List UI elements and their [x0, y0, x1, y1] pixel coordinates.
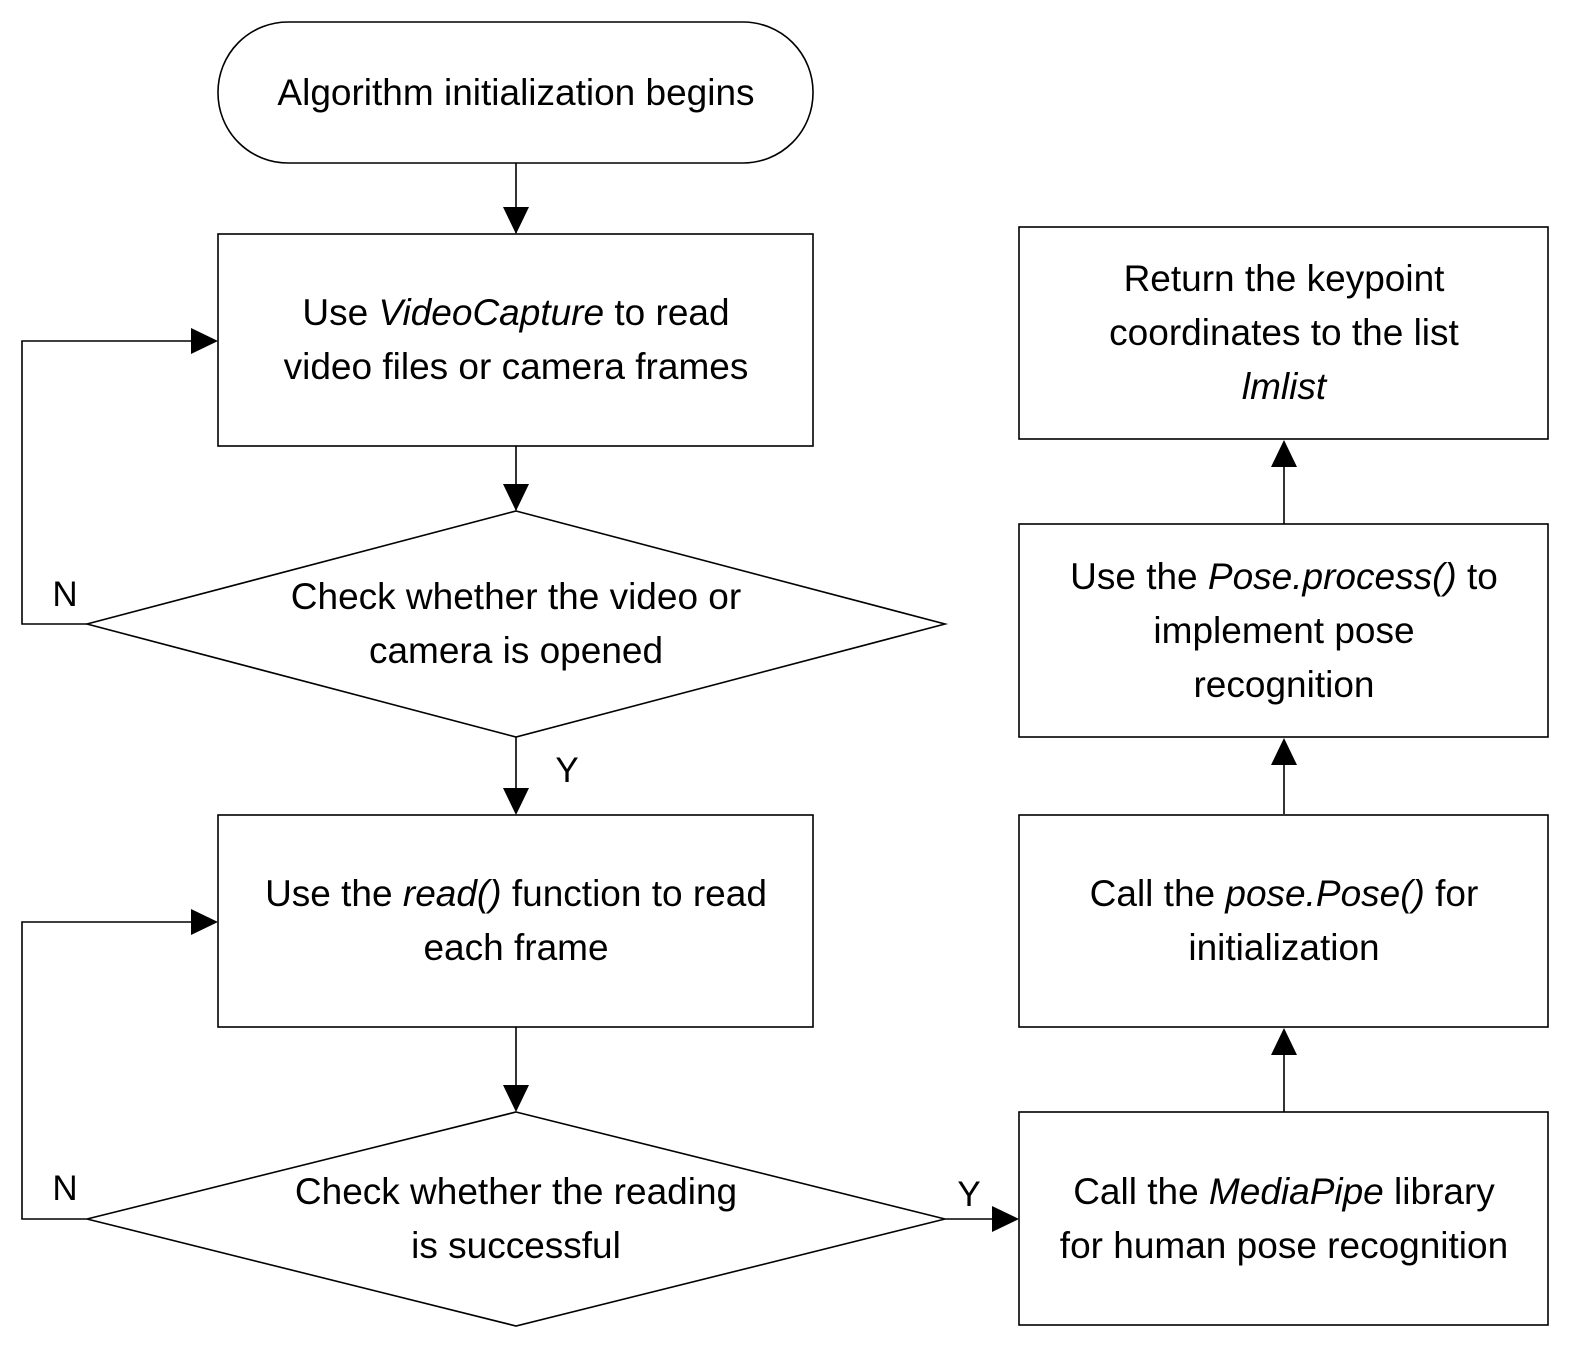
node-mediapipe: Call the MediaPipe library for human pose… [1018, 1111, 1549, 1326]
terminator-shape [217, 21, 814, 164]
process-box [1018, 523, 1549, 738]
arrow-read-to-check-read [503, 1085, 529, 1112]
text-run: Use the [265, 873, 403, 914]
node-text-line: Use the Pose.process() to [1070, 556, 1498, 597]
node-read-frame-text: Use the read() function to read each fram… [265, 873, 767, 968]
node-text-line: Check whether the reading [295, 1171, 737, 1212]
text-run: Call the [1073, 1171, 1209, 1212]
arrow-capture-to-check-open [503, 484, 529, 511]
arrow-process-to-return [1271, 440, 1297, 467]
decision-diamond [86, 1111, 946, 1327]
text-run: video files or camera frames [284, 346, 749, 387]
label-open-yes: Y [555, 751, 578, 790]
text-run: to read [604, 292, 729, 333]
process-box [217, 814, 814, 1028]
node-capture: Use VideoCapture to read video files or c… [217, 233, 814, 447]
node-text-line: coordinates to the list [1109, 312, 1459, 353]
node-check-read-text: Check whether the reading is successful [295, 1171, 737, 1266]
connectors [21, 163, 1297, 1232]
label-read-no: N [52, 1169, 77, 1208]
arrow-pose-init-to-process [1271, 738, 1297, 765]
node-text-line: Call the MediaPipe library [1073, 1171, 1495, 1212]
node-text-line: camera is opened [369, 630, 663, 671]
edge-check-read-no-loop [21, 921, 192, 1220]
node-text-line: initialization [1188, 927, 1379, 968]
node-start: Algorithm initialization begins [217, 21, 814, 164]
edge-check-open-no-loop [21, 340, 192, 625]
node-text-line: Return the keypoint [1124, 258, 1446, 299]
decision-diamond [83, 510, 949, 738]
node-text-line: Use the read() function to read [265, 873, 767, 914]
arrow-mediapipe-to-pose-init [1271, 1028, 1297, 1055]
node-text-line: Call the pose.Pose() for [1090, 873, 1479, 914]
process-box [1018, 814, 1549, 1028]
italic-text-run: Pose.process() [1208, 556, 1457, 597]
text-run: Use [302, 292, 378, 333]
node-text-line: each frame [423, 927, 608, 968]
node-text-line: is successful [411, 1225, 621, 1266]
node-text-line: Use VideoCapture to read [302, 292, 729, 333]
text-run: to [1457, 556, 1498, 597]
node-text-line: Check whether the video or [291, 576, 741, 617]
text-run: each frame [423, 927, 608, 968]
italic-text-run: VideoCapture [378, 292, 604, 333]
node-read-frame: Use the read() function to read each fram… [217, 814, 814, 1028]
node-text-line: lmlist [1242, 366, 1328, 407]
node-mediapipe-text: Call the MediaPipe library for human pose… [1060, 1171, 1508, 1266]
node-pose-process-text: Use the Pose.process() to implement pose r… [1070, 556, 1498, 705]
process-box [1018, 226, 1549, 440]
node-pose-init: Call the pose.Pose() for initialization [1018, 814, 1549, 1028]
node-pose-init-text: Call the pose.Pose() for initialization [1090, 873, 1479, 968]
process-box [217, 233, 814, 447]
text-run: is successful [411, 1225, 621, 1266]
text-run: initialization [1188, 927, 1379, 968]
node-pose-process: Use the Pose.process() to implement pose r… [1018, 523, 1549, 738]
text-run: Call the [1090, 873, 1226, 914]
italic-text-run: MediaPipe [1209, 1171, 1384, 1212]
label-open-no: N [52, 575, 77, 614]
text-run: camera is opened [369, 630, 663, 671]
node-text-line: video files or camera frames [284, 346, 749, 387]
text-run: Check whether the video or [291, 576, 741, 617]
node-text-line: recognition [1193, 664, 1374, 705]
arrow-check-read-to-mediapipe [992, 1206, 1019, 1232]
arrow-check-open-to-read [503, 788, 529, 815]
italic-text-run: pose.Pose() [1224, 873, 1425, 914]
text-run: Return the keypoint [1124, 258, 1446, 299]
node-check-open: Check whether the video or camera is open… [83, 510, 949, 738]
node-text-line: implement pose [1153, 610, 1414, 651]
process-box [1018, 1111, 1549, 1326]
italic-text-run: read() [403, 873, 502, 914]
node-start-text: Algorithm initialization begins [277, 72, 754, 113]
arrow-check-open-no-loop [191, 328, 218, 354]
node-text-line: Algorithm initialization begins [277, 72, 754, 113]
text-run: recognition [1193, 664, 1374, 705]
node-return-list-text: Return the keypoint coordinates to the li… [1109, 258, 1459, 407]
text-run: Check whether the reading [295, 1171, 737, 1212]
text-run: for [1425, 873, 1478, 914]
italic-text-run: lmlist [1242, 366, 1328, 407]
arrow-start-to-capture [503, 207, 529, 234]
node-text-line: for human pose recognition [1060, 1225, 1508, 1266]
text-run: library [1384, 1171, 1496, 1212]
text-run: Algorithm initialization begins [277, 72, 754, 113]
text-run: coordinates to the list [1109, 312, 1459, 353]
text-run: Use the [1070, 556, 1208, 597]
node-return-list: Return the keypoint coordinates to the li… [1018, 226, 1549, 440]
text-run: for human pose recognition [1060, 1225, 1508, 1266]
node-check-open-text: Check whether the video or camera is open… [291, 576, 741, 671]
text-run: function to read [502, 873, 767, 914]
text-run: implement pose [1153, 610, 1414, 651]
node-capture-text: Use VideoCapture to read video files or c… [284, 292, 749, 387]
arrow-check-read-no-loop [191, 909, 218, 935]
label-read-yes: Y [957, 1175, 980, 1214]
node-check-read: Check whether the reading is successful [86, 1111, 946, 1327]
